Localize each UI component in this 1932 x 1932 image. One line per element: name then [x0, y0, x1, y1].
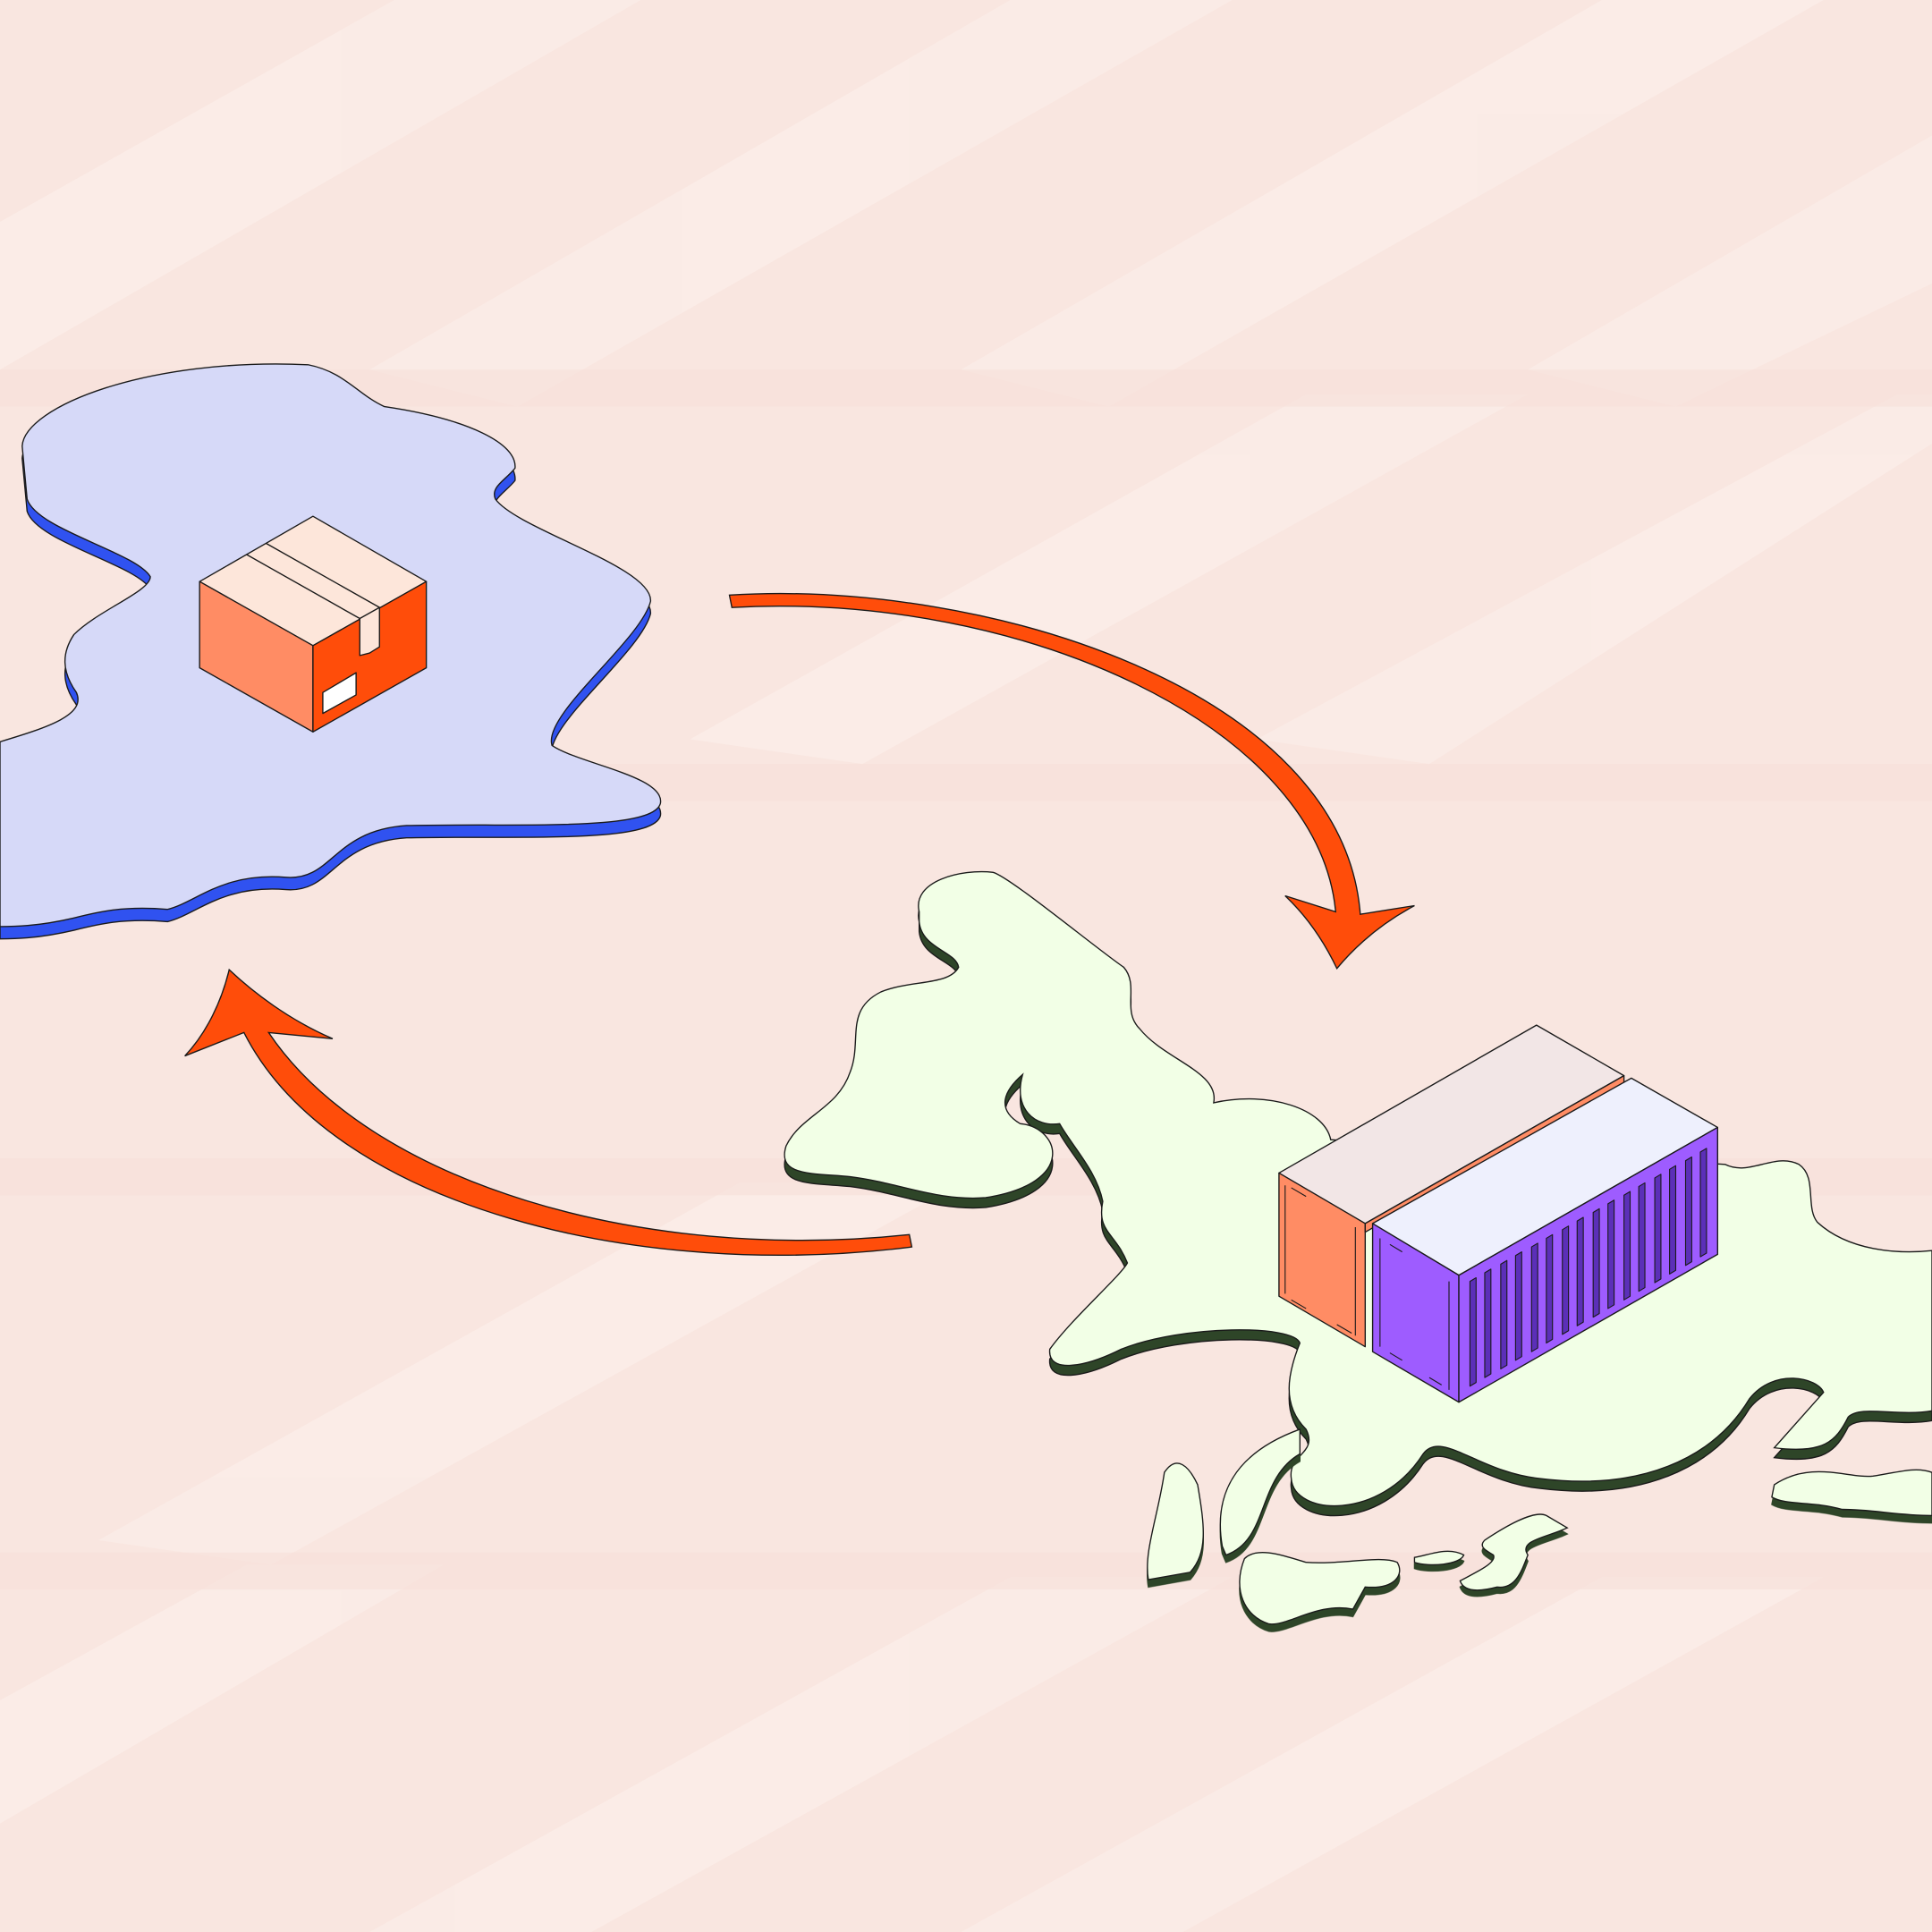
- shipping-container: [1278, 1024, 1718, 1403]
- container-slats: [1469, 1148, 1707, 1387]
- container-purple-side: [1458, 1126, 1718, 1403]
- container-orange-door: [1278, 1172, 1367, 1348]
- arrow-to-destination: [728, 592, 1415, 970]
- package-box: [199, 515, 428, 733]
- box-tape: [359, 606, 380, 657]
- arrow-to-origin: [184, 968, 913, 1256]
- box-label: [322, 672, 357, 715]
- small-islands: [1147, 1428, 1932, 1625]
